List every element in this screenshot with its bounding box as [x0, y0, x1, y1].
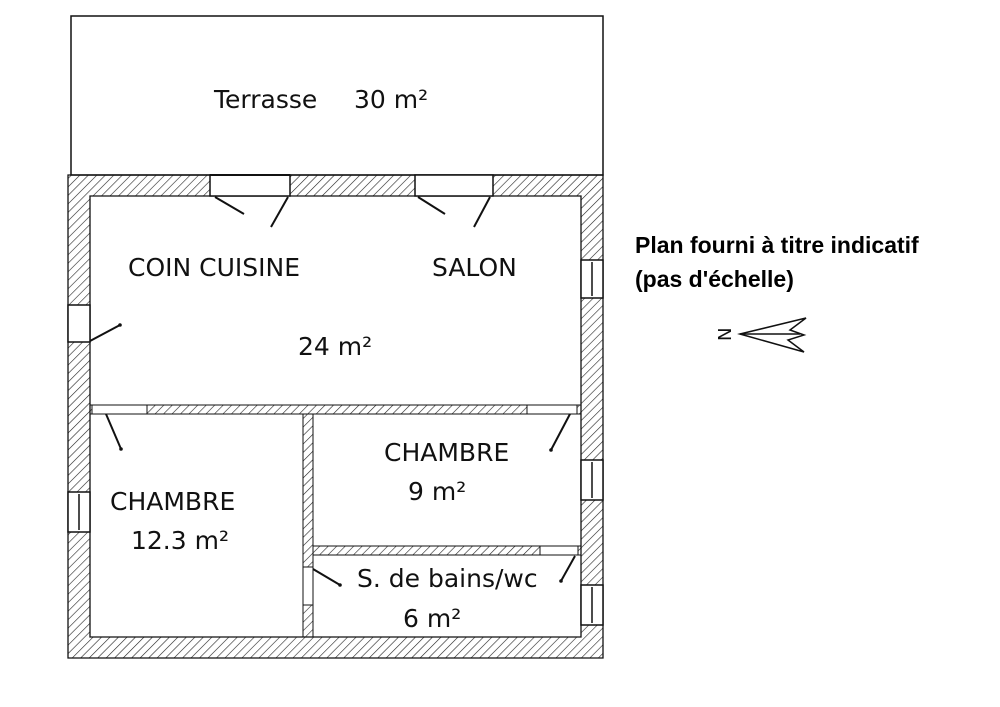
window-salon	[580, 259, 604, 299]
bedroom-2-area: 9 m²	[408, 477, 466, 506]
salon-label: SALON	[432, 253, 517, 282]
svg-text:N: N	[715, 328, 736, 341]
door-kitchen-terrace	[209, 174, 291, 228]
window-bathroom	[580, 584, 604, 626]
door-bedroom-1	[91, 404, 148, 451]
door-bedroom-2	[526, 404, 578, 452]
note-line-2: (pas d'échelle)	[635, 266, 794, 292]
door-bathroom	[302, 566, 342, 606]
bathroom-area: 6 m²	[403, 604, 461, 633]
terrace-area: 30 m²	[354, 85, 428, 114]
bedroom-2-label: CHAMBRE	[384, 438, 509, 467]
salon-area: 24 m²	[298, 332, 372, 361]
kitchen-label: COIN CUISINE	[128, 253, 300, 282]
door-entry-left	[67, 304, 122, 343]
wall-bedroom-divider	[302, 413, 314, 638]
door-bathroom-2	[539, 545, 579, 583]
terrace-outline	[70, 15, 604, 176]
bedroom-1-label: CHAMBRE	[110, 487, 235, 516]
window-bedroom-1	[67, 491, 91, 533]
bathroom-label: S. de bains/wc	[357, 564, 538, 593]
terrace-label: Terrasse	[213, 85, 317, 114]
bedroom-1-area: 12.3 m²	[131, 526, 229, 555]
wall-living-bedrooms	[89, 404, 582, 415]
north-arrow-icon: N	[715, 317, 807, 353]
wall-bedroom-bath	[312, 545, 582, 556]
note-line-1: Plan fourni à titre indicatif	[635, 232, 919, 258]
window-bedroom-2	[580, 459, 604, 501]
door-salon-terrace	[414, 174, 494, 228]
